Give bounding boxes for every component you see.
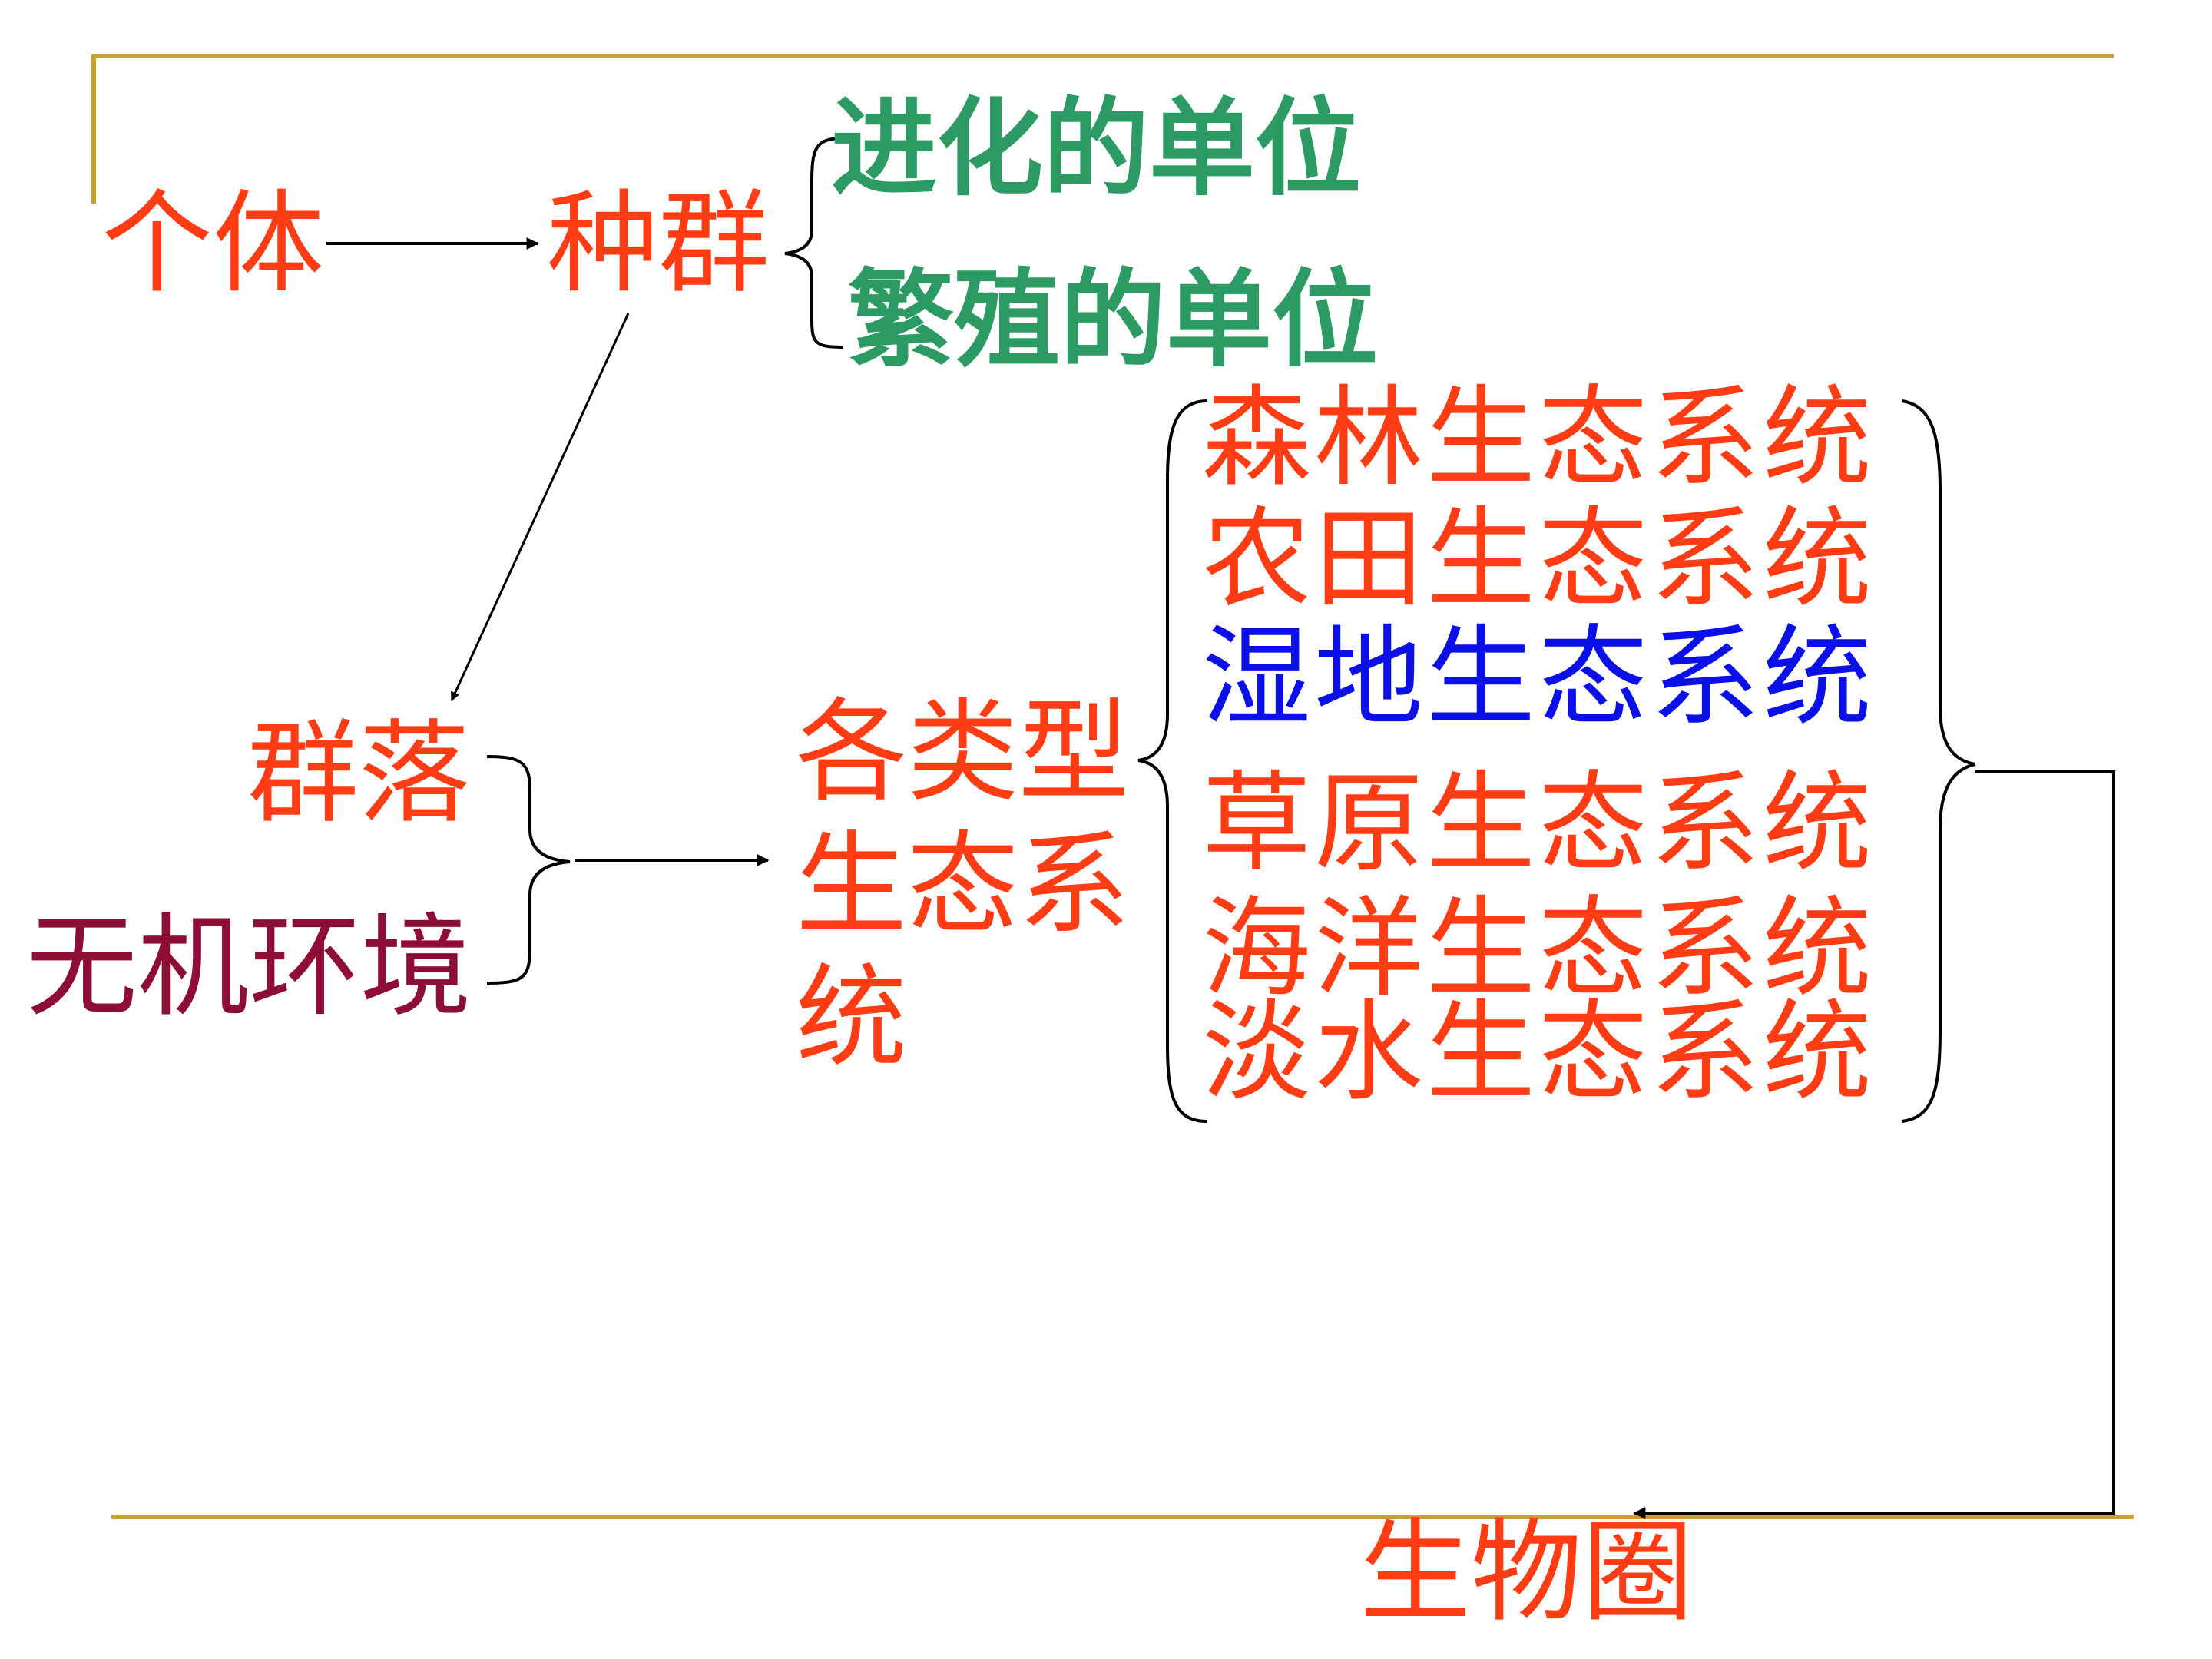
ecosystem-grassland: 草原生态系统 [1202,760,1875,887]
arrow-population-to-community [450,313,630,702]
ecosystem-freshwater: 淡水生态系统 [1202,989,1875,1116]
node-individual: 个体 [101,179,324,309]
connector-to-biosphere [1633,770,2115,1519]
ecosystem-brace [1137,399,1208,1123]
node-community: 群落 [247,709,470,839]
community-brace [486,755,571,985]
evolution-unit-label: 进化的单位 [831,87,1362,210]
node-ecosystem-types: 各类型 生态系 统 [796,697,1130,1074]
ecosystem-right-bracket-bottom [1901,763,1976,1123]
top-frame-line [91,54,2114,204]
node-biosphere: 生物圈 [1359,1508,1694,1637]
ecosystem-forest: 森林生态系统 [1202,375,1875,502]
ecosystem-right-bracket-top [1901,399,1976,766]
ecosystem-ocean: 海洋生态系统 [1202,886,1875,1012]
population-brace [784,137,844,349]
node-abiotic-environment: 无机环境 [26,902,472,1032]
ecosystem-types-line-2: 生态系 [796,820,1130,950]
reproduction-unit-label: 繁殖的单位 [848,258,1379,382]
ecosystem-types-line-1: 各类型 [796,687,1130,817]
ecosystem-farmland: 农田生态系统 [1202,496,1875,623]
ecosystem-wetland: 湿地生态系统 [1202,614,1875,741]
ecosystem-types-line-3: 统 [796,953,907,1083]
node-population: 种群 [547,179,770,309]
